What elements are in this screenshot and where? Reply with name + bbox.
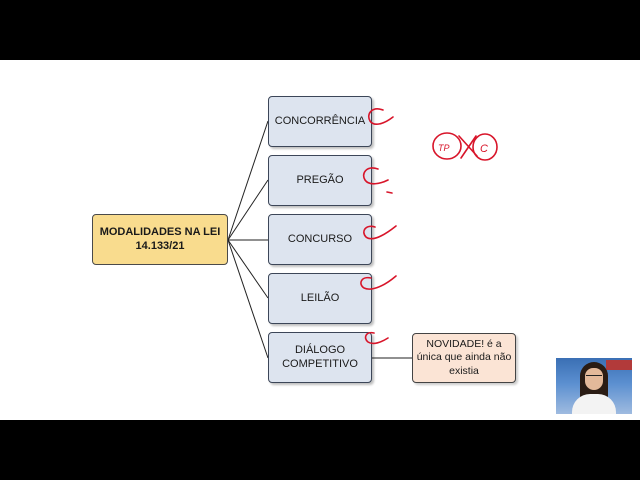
webcam-background-shelf bbox=[606, 360, 632, 370]
modality-label: PREGÃO bbox=[296, 173, 344, 186]
modality-box-leilao: LEILÃO bbox=[268, 273, 372, 324]
letterbox-bottom bbox=[0, 420, 640, 480]
presenter-face bbox=[585, 368, 603, 390]
presenter-glasses bbox=[586, 375, 602, 380]
presenter-webcam bbox=[556, 358, 632, 414]
modality-box-concorrencia: CONCORRÊNCIA bbox=[268, 96, 372, 147]
letterbox-top bbox=[0, 0, 640, 60]
main-node-label: MODALIDADES NA LEI 14.133/21 bbox=[99, 225, 221, 252]
modality-label: LEILÃO bbox=[300, 291, 340, 304]
presenter-body bbox=[572, 394, 616, 414]
modality-box-concurso: CONCURSO bbox=[268, 214, 372, 265]
modality-label: DIÁLOGO COMPETITIVO bbox=[282, 343, 358, 370]
main-node-box: MODALIDADES NA LEI 14.133/21 bbox=[92, 214, 228, 265]
modality-box-pregao: PREGÃO bbox=[268, 155, 372, 206]
modality-label: CONCURSO bbox=[287, 232, 353, 245]
modality-label: CONCORRÊNCIA bbox=[274, 114, 366, 127]
modality-box-dialogo-competitivo: DIÁLOGO COMPETITIVO bbox=[268, 332, 372, 383]
novidade-note-box: NOVIDADE! é a única que ainda não existi… bbox=[412, 333, 516, 383]
note-label: NOVIDADE! é a única que ainda não existi… bbox=[416, 338, 512, 377]
